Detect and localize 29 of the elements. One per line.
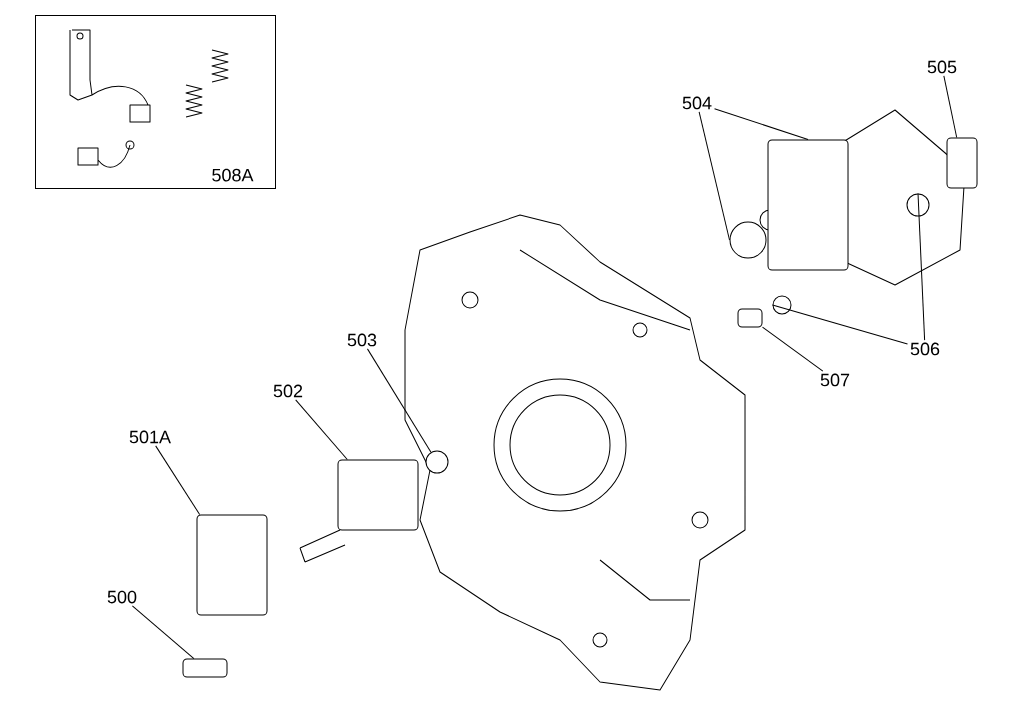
callout-number: 501A [129, 430, 171, 444]
leader-line [366, 348, 432, 453]
screw [182, 658, 228, 678]
gear [337, 459, 419, 531]
callout-number: 503 [347, 333, 377, 347]
motor-flange [767, 139, 849, 271]
drive-ring [729, 221, 767, 259]
leader-line [714, 108, 809, 140]
callout-number: 506 [910, 342, 940, 356]
leader-line [698, 111, 730, 241]
leader-line [943, 75, 958, 138]
cover [196, 514, 268, 616]
leader-line [917, 193, 926, 341]
leader-line [762, 326, 824, 372]
leader-line [772, 304, 908, 345]
leader-line [131, 605, 195, 659]
bushing [425, 450, 449, 474]
screw [737, 308, 763, 328]
inset-box: 508A [35, 15, 276, 189]
callout-number: 507 [820, 373, 850, 387]
callout-number: 502 [273, 384, 303, 398]
callout-number: 505 [927, 60, 957, 74]
callout-number: 500 [107, 590, 137, 604]
leader-line [155, 445, 201, 515]
callout-number: 504 [682, 96, 712, 110]
washer [906, 193, 930, 217]
washer [772, 295, 792, 315]
bolt [946, 137, 978, 189]
leader-line [295, 399, 348, 460]
